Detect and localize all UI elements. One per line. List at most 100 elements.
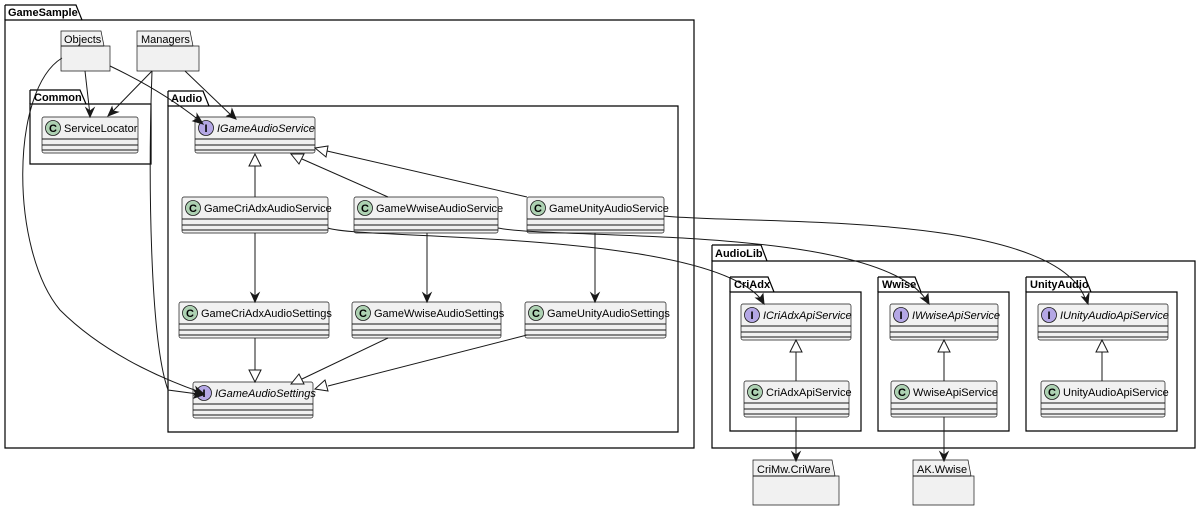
edge-managers-servicelocator — [111, 70, 153, 113]
open-triangle — [937, 338, 951, 353]
class-name-label: CriAdxApiService — [766, 387, 852, 399]
class-badge-icon — [528, 305, 544, 321]
badge-letter: C — [534, 203, 542, 215]
package-audiolib: AudioLib — [711, 244, 1196, 449]
arrowhead — [754, 292, 765, 306]
badge-letter: C — [186, 308, 194, 320]
folder-crimw-criware: CriMw.CriWare — [752, 459, 840, 506]
open-triangle — [789, 338, 803, 353]
badge-letter: I — [204, 123, 207, 135]
class-game-criadx-audio-settings: C GameCriAdxAudioSettings — [178, 301, 332, 339]
class-criadx-api-service: C CriAdxApiService — [743, 380, 852, 418]
edge-managers-igameaudioservice — [184, 70, 233, 117]
class-game-wwise-audio-settings: C GameWwiseAudioSettings — [351, 301, 505, 339]
class-game-wwise-audio-service: C GameWwiseAudioService — [353, 196, 503, 234]
badge-letter: C — [532, 308, 540, 320]
arrowhead — [84, 106, 96, 119]
class-unity-audio-api-service: C UnityAudioApiService — [1040, 380, 1169, 418]
class-i-unity-audio-api-service: I IUnityAudioApiService — [1037, 303, 1169, 341]
edge-gamecriadx-icriadxapi — [327, 227, 761, 299]
class-badge-icon — [185, 200, 201, 216]
folder-managers: Managers — [136, 30, 200, 72]
class-badge-icon — [182, 305, 198, 321]
badge-letter: C — [189, 203, 197, 215]
edge-managers-igameaudiosettings — [149, 70, 199, 395]
edges — [22, 57, 1109, 463]
package-audio-label: Audio — [171, 93, 202, 105]
class-name-label: GameWwiseAudioService — [376, 203, 503, 215]
class-service-locator: C ServiceLocator — [41, 116, 139, 154]
class-name-label: WwiseApiService — [913, 387, 998, 399]
badge-letter: C — [898, 387, 906, 399]
arrowhead — [191, 112, 205, 125]
class-name-label: IGameAudioService — [217, 123, 315, 135]
package-common-label: Common — [34, 92, 82, 104]
badge-letter: I — [1047, 310, 1050, 322]
class-badge-icon — [1044, 384, 1060, 400]
badge-letter: C — [49, 123, 57, 135]
edge-gamewwise-iwwiseapi — [497, 227, 926, 299]
open-triangle — [289, 153, 305, 165]
class-name-label: IUnityAudioApiService — [1060, 310, 1169, 322]
package-criadx: CriAdx — [729, 276, 862, 432]
class-badge-icon — [357, 200, 373, 216]
arrowhead — [225, 107, 237, 120]
interface-badge-icon — [1041, 307, 1057, 323]
open-triangle — [248, 152, 262, 167]
package-gamesample-label: GameSample — [8, 7, 78, 19]
package-common: Common — [29, 89, 152, 165]
class-badge-icon — [747, 384, 763, 400]
badge-letter: I — [899, 310, 902, 322]
open-triangle — [313, 145, 329, 158]
class-name-label: GameCriAdxAudioSettings — [201, 308, 332, 320]
edge-gameunity-impl-igameaudioservice — [326, 150, 528, 198]
folder-crimw-criware-label: CriMw.CriWare — [757, 464, 831, 476]
edge-gamewwise-impl-igameaudioservice — [301, 158, 389, 198]
arrowhead — [1080, 292, 1090, 306]
folder-managers-label: Managers — [141, 34, 190, 46]
class-badge-icon — [355, 305, 371, 321]
class-name-label: GameCriAdxAudioService — [204, 203, 332, 215]
folder-ak-wwise-label: AK.Wwise — [917, 464, 967, 476]
open-triangle — [248, 369, 262, 384]
arrowhead — [938, 450, 950, 463]
edge-objects-servicelocator — [84, 70, 91, 116]
class-name-label: ServiceLocator — [64, 123, 138, 135]
open-triangle — [1095, 338, 1109, 353]
folder-ak-wwise: AK.Wwise — [912, 459, 975, 506]
open-triangle — [313, 379, 329, 392]
arrowhead — [249, 291, 261, 304]
class-game-criadx-audio-service: C GameCriAdxAudioService — [181, 196, 332, 234]
class-i-game-audio-service: I IGameAudioService — [194, 116, 316, 154]
badge-letter: C — [361, 203, 369, 215]
badge-letter: C — [1048, 387, 1056, 399]
folder-objects-label: Objects — [64, 34, 102, 46]
class-wwise-api-service: C WwiseApiService — [890, 380, 998, 418]
edge-objects-igameaudiosettings — [22, 57, 201, 393]
edge-objects-igameaudioservice — [109, 65, 201, 122]
class-badge-icon — [45, 120, 61, 136]
class-name-label: UnityAudioApiService — [1063, 387, 1169, 399]
class-badge-icon — [530, 200, 546, 216]
class-badge-icon — [894, 384, 910, 400]
edge-wwisesettings-impl-igameaudiosettings — [301, 337, 389, 380]
edge-gameunity-iunityapi — [663, 215, 1086, 299]
arrowhead — [919, 292, 930, 306]
class-name-label: GameUnityAudioService — [549, 203, 669, 215]
badge-letter: C — [359, 308, 367, 320]
arrowhead — [107, 105, 120, 117]
badge-letter: I — [750, 310, 753, 322]
package-criadx-label: CriAdx — [734, 279, 771, 291]
arrowhead — [589, 291, 601, 304]
badge-letter: C — [751, 387, 759, 399]
interface-badge-icon — [744, 307, 760, 323]
open-triangle — [289, 373, 305, 385]
class-name-label: GameUnityAudioSettings — [547, 308, 670, 320]
class-name-label: GameWwiseAudioSettings — [374, 308, 505, 320]
arrowhead — [421, 291, 433, 304]
class-game-unity-audio-settings: C GameUnityAudioSettings — [524, 301, 670, 339]
